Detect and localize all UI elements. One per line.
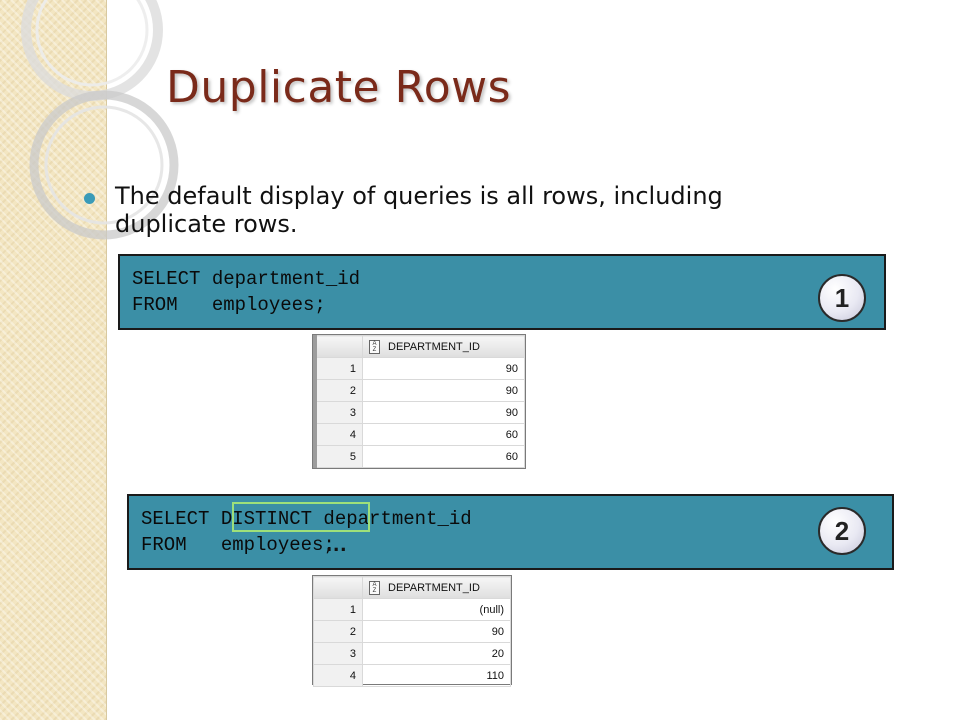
table-row[interactable]: 1(null) [313, 598, 511, 621]
cell-department-id: 90 [362, 620, 511, 643]
row-number: 2 [313, 620, 363, 643]
query-2-line-2: FROM employees; [141, 534, 335, 556]
row-number: 1 [313, 357, 363, 380]
bullet-icon [84, 193, 95, 204]
query-1-line-1: SELECT department_id [132, 268, 361, 290]
cell-department-id: 20 [362, 642, 511, 665]
cell-department-id: 110 [362, 664, 511, 687]
cell-department-id: (null) [362, 598, 511, 621]
step-2-badge: 2 [818, 507, 866, 555]
cell-department-id: 90 [362, 357, 525, 380]
cell-department-id: 90 [362, 401, 525, 424]
step-1-badge: 1 [818, 274, 866, 322]
query-1-box: SELECT department_id FROM employees; [118, 254, 886, 330]
query-2-box: SELECT DISTINCT department_id FROM emplo… [127, 494, 894, 570]
query-1-line-2: FROM employees; [132, 294, 326, 316]
cell-department-id: 60 [362, 423, 525, 446]
bullet-text: The default display of queries is all ro… [115, 182, 723, 238]
row-number: 5 [313, 445, 363, 468]
row-number-header [313, 576, 363, 599]
cell-department-id: 90 [362, 379, 525, 402]
cell-department-id: 60 [362, 445, 525, 468]
page-title: Duplicate Rows [166, 62, 512, 113]
query-2-line-1: SELECT DISTINCT department_id [141, 508, 472, 530]
distinct-keyword-highlight [232, 502, 370, 532]
grid-1-left-bar [313, 335, 317, 468]
row-number: 3 [313, 401, 363, 424]
row-number: 3 [313, 642, 363, 665]
row-number-header [313, 335, 363, 358]
row-number: 2 [313, 379, 363, 402]
row-number: 1 [313, 598, 363, 621]
decorative-circles [21, 0, 179, 240]
bullet-point: The default display of queries is all ro… [84, 182, 804, 238]
row-number: 4 [313, 664, 363, 687]
row-number: 4 [313, 423, 363, 446]
ellipsis-marker: ... [326, 531, 348, 556]
